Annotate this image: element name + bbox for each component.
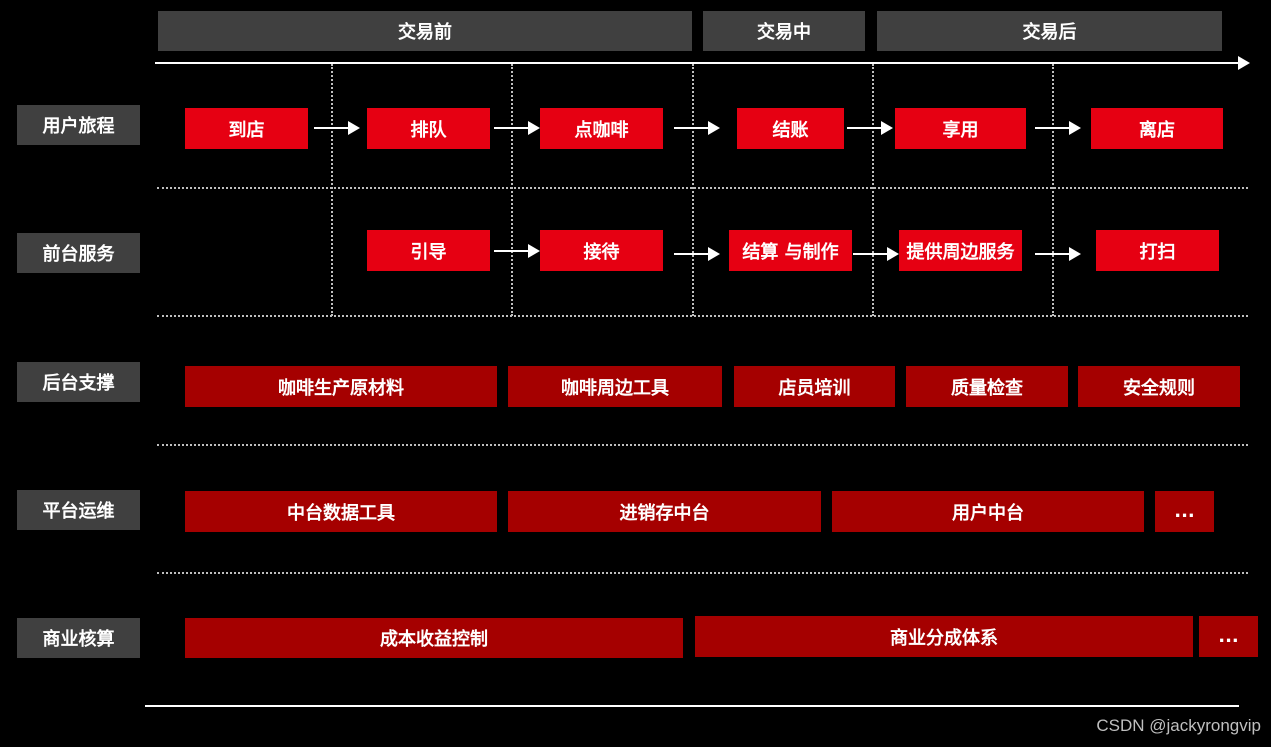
back-item-coffee-tools: 咖啡周边工具 [508, 366, 722, 407]
flow-arrow [1035, 121, 1081, 135]
flow-arrow [674, 247, 720, 261]
platform-item-more: ... [1155, 491, 1214, 532]
watermark-text: CSDN @jackyrongvip [1096, 716, 1261, 735]
journey-step-enjoy: 享用 [895, 108, 1026, 149]
phase-divider [1052, 64, 1054, 316]
accounting-item-cost-control: 成本收益控制 [185, 618, 683, 658]
flow-arrow [494, 244, 540, 258]
phase-after: 交易后 [877, 11, 1222, 51]
flow-arrow [674, 121, 720, 135]
phase-divider [872, 64, 874, 316]
flow-arrow [853, 247, 899, 261]
flow-arrow [494, 121, 540, 135]
row-divider [157, 187, 1248, 189]
front-step-settle-make: 结算 与制作 [729, 230, 852, 271]
timeline-arrow [155, 56, 1250, 70]
flow-arrow [314, 121, 360, 135]
row-label-journey: 用户旅程 [17, 105, 140, 145]
front-step-clean: 打扫 [1096, 230, 1219, 271]
back-item-staff-training: 店员培训 [734, 366, 895, 407]
journey-step-checkout: 结账 [737, 108, 844, 149]
journey-step-arrive: 到店 [185, 108, 308, 149]
row-label-platform: 平台运维 [17, 490, 140, 530]
phase-divider [511, 64, 513, 316]
phase-during: 交易中 [703, 11, 865, 51]
platform-item-user-center: 用户中台 [832, 491, 1144, 532]
journey-step-order: 点咖啡 [540, 108, 663, 149]
phase-divider [331, 64, 333, 316]
platform-item-data-tools: 中台数据工具 [185, 491, 497, 532]
front-step-reception: 接待 [540, 230, 663, 271]
back-item-raw-materials: 咖啡生产原材料 [185, 366, 497, 407]
accounting-item-more: ... [1199, 616, 1258, 657]
accounting-item-revenue-share: 商业分成体系 [695, 616, 1193, 657]
row-label-back: 后台支撑 [17, 362, 140, 402]
back-item-quality-check: 质量检查 [906, 366, 1068, 407]
row-divider [157, 315, 1248, 317]
phase-before: 交易前 [158, 11, 692, 51]
front-step-surrounding-service: 提供周边服务 [899, 230, 1022, 271]
back-item-safety-rules: 安全规则 [1078, 366, 1240, 407]
journey-step-queue: 排队 [367, 108, 490, 149]
flow-arrow [1035, 247, 1081, 261]
row-label-accounting: 商业核算 [17, 618, 140, 658]
bottom-rule [145, 705, 1239, 707]
flow-arrow [847, 121, 893, 135]
journey-step-leave: 离店 [1091, 108, 1223, 149]
platform-item-inventory: 进销存中台 [508, 491, 821, 532]
phase-divider [692, 64, 694, 316]
row-divider [157, 444, 1248, 446]
row-label-front: 前台服务 [17, 233, 140, 273]
front-step-guide: 引导 [367, 230, 490, 271]
row-divider [157, 572, 1248, 574]
